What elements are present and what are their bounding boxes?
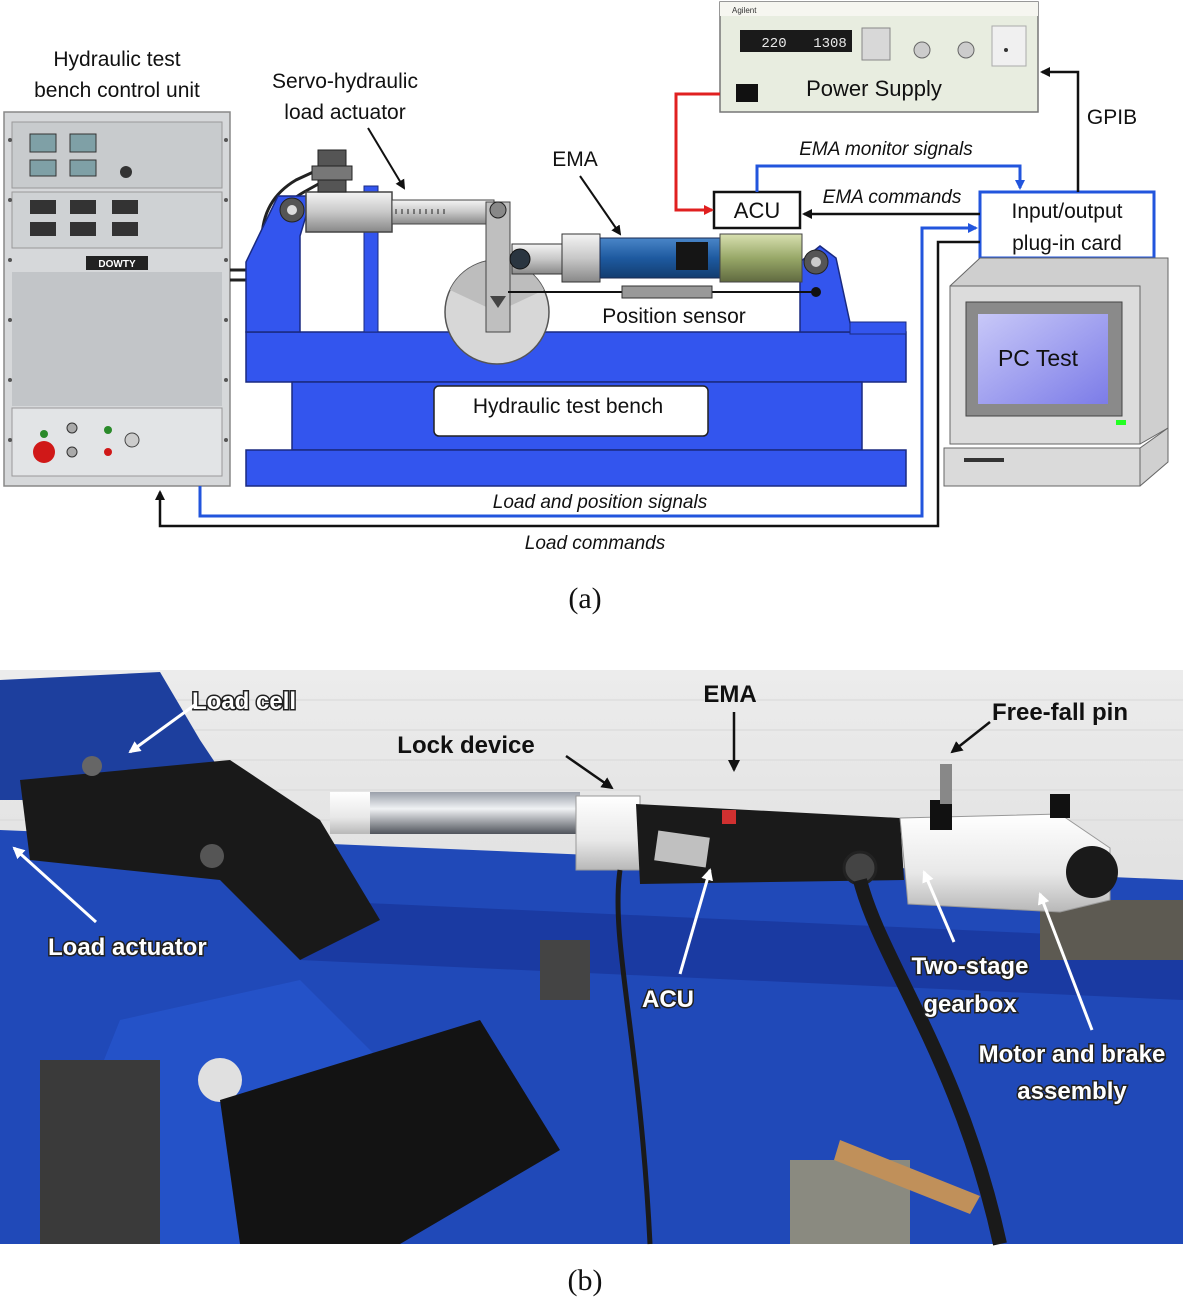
ps-brand: Agilent — [732, 6, 757, 15]
acu-box — [712, 190, 802, 230]
ema-label: EMA — [552, 148, 598, 171]
gpib-line — [1040, 67, 1080, 192]
ema-monitor-line — [755, 164, 1025, 192]
test-bench-label: Hydraulic test bench — [473, 395, 663, 418]
load-position-signals-line — [198, 223, 978, 518]
lever-mechanism — [444, 201, 550, 365]
power-line — [674, 92, 720, 215]
caption-b: (b) — [568, 1264, 603, 1297]
control-unit-label-line1: Hydraulic test — [53, 48, 180, 71]
control-unit-cabinet: DOWTY — [3, 111, 231, 487]
power-supply: Agilent 220 1308 Power Supply — [719, 1, 1039, 113]
pc-test-label: PC Test — [998, 345, 1079, 371]
ema-monitor-label: EMA monitor signals — [799, 139, 973, 160]
load-cell-label: Load cell — [192, 688, 296, 715]
load-commands-line — [155, 240, 980, 528]
ema-photo-label: EMA — [703, 681, 756, 708]
ps-display-current: 1308 — [813, 36, 847, 52]
ema-actuator — [509, 233, 829, 283]
panel-b-photo: Load cell EMA Lock device Free-fall pin … — [0, 670, 1183, 1246]
lock-device-label: Lock device — [397, 732, 534, 759]
power-supply-label: Power Supply — [806, 76, 942, 101]
pc-test-computer: PC Test — [943, 257, 1169, 487]
ps-display-voltage: 220 — [761, 36, 786, 52]
control-unit-label-line2: bench control unit — [34, 79, 200, 102]
gearbox-label-line2: gearbox — [923, 991, 1017, 1018]
load-actuator-label: Load actuator — [48, 934, 207, 961]
servo-label-line1: Servo-hydraulic — [272, 70, 418, 93]
ema-commands-label: EMA commands — [823, 187, 962, 208]
caption-a: (a) — [568, 582, 601, 615]
acu-photo-label: ACU — [642, 986, 694, 1013]
gpib-label: GPIB — [1087, 106, 1137, 129]
free-fall-pin-label: Free-fall pin — [992, 699, 1128, 726]
io-card-label-line1: Input/output — [1012, 200, 1123, 223]
emergency-stop-icon — [33, 441, 55, 463]
io-card-label-line2: plug-in card — [1012, 232, 1122, 255]
servo-label-line2: load actuator — [284, 101, 405, 124]
load-position-signals-label: Load and position signals — [493, 492, 708, 513]
motor-label-line1: Motor and brake — [979, 1041, 1166, 1068]
dowty-logo: DOWTY — [98, 259, 136, 270]
panel-a: DOWTY Hydraulic test bench control unit — [3, 1, 1169, 615]
servo-actuator — [279, 149, 495, 233]
load-commands-label: Load commands — [525, 533, 666, 554]
gearbox-label-line1: Two-stage — [912, 953, 1029, 980]
hydraulic-test-bench: Hydraulic test bench — [245, 185, 907, 487]
motor-label-line2: assembly — [1017, 1078, 1127, 1105]
position-sensor-label: Position sensor — [602, 305, 746, 328]
acu-label: ACU — [734, 198, 780, 223]
